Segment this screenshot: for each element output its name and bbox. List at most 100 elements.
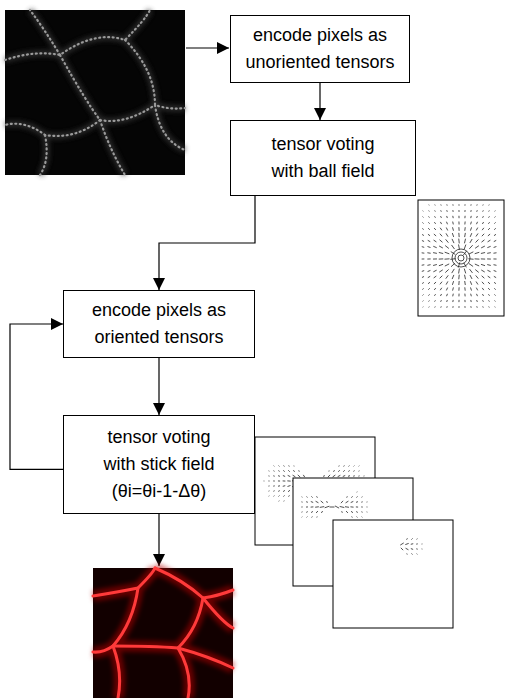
field-tick <box>433 246 436 247</box>
field-tick <box>278 490 280 492</box>
field-tick <box>428 228 430 229</box>
field-tick <box>348 465 350 467</box>
field-tick <box>434 276 437 278</box>
field-tick <box>464 287 465 290</box>
field-tick <box>283 500 284 502</box>
field-tick <box>333 475 336 477</box>
field-tick <box>434 282 436 284</box>
field-tick <box>428 234 430 236</box>
field-tick <box>482 276 485 278</box>
field-tick <box>452 216 453 218</box>
field-tick <box>268 485 269 486</box>
field-tick <box>303 475 304 477</box>
field-tick <box>440 234 442 237</box>
field-tick <box>488 276 491 278</box>
cell-curve <box>93 568 155 596</box>
field-tick <box>468 258 473 260</box>
field-tick <box>315 506 319 507</box>
field-tick <box>458 221 459 224</box>
field-tick <box>487 258 491 259</box>
field-tick <box>476 306 477 307</box>
field-ring <box>458 255 464 261</box>
cell-curve <box>93 588 138 652</box>
field-tick <box>311 496 312 497</box>
field-tick <box>422 228 423 229</box>
field-tick <box>433 270 436 272</box>
field-tick <box>475 258 480 259</box>
field-tick <box>481 246 485 248</box>
field-tick <box>482 288 484 290</box>
field-tick <box>458 294 459 297</box>
field-tick <box>470 210 471 212</box>
field-tick <box>440 306 442 307</box>
field-tick <box>343 475 345 476</box>
field-tick <box>487 252 491 254</box>
field-tick <box>306 516 308 518</box>
field-tick <box>283 480 286 481</box>
field-tick <box>356 491 357 493</box>
field-tick <box>356 516 358 518</box>
field-tick <box>434 294 435 296</box>
field-tick <box>366 501 368 502</box>
field-tick <box>428 306 430 308</box>
field-tick <box>306 496 307 498</box>
box-label: encode pixels as unoriented tensors <box>241 22 399 76</box>
ball-field <box>418 200 504 316</box>
field-tick <box>283 470 284 471</box>
field-tick <box>287 480 290 481</box>
field-tick <box>470 222 472 225</box>
field-tick <box>482 300 484 302</box>
cell-curve <box>178 648 233 668</box>
field-tick <box>452 233 453 237</box>
field-tick <box>464 239 465 244</box>
field-tick <box>482 282 484 284</box>
field-tick <box>341 501 343 503</box>
field-tick <box>481 264 485 265</box>
field-tick <box>464 222 465 225</box>
field-tick <box>363 475 365 476</box>
field-tick <box>361 516 363 518</box>
field-tick <box>316 501 319 503</box>
field-tick <box>488 240 491 242</box>
field-tick <box>268 480 269 481</box>
field-tick <box>346 501 349 503</box>
field-tick <box>487 246 490 247</box>
field-tick <box>482 216 484 218</box>
field-tick <box>361 501 362 502</box>
field-tick <box>411 538 412 539</box>
field-tick <box>366 506 368 507</box>
field-tick <box>263 480 265 481</box>
field-tick <box>458 287 459 290</box>
field-tick <box>440 222 441 224</box>
field-tick <box>353 470 354 472</box>
field-tick <box>268 495 270 496</box>
field-tick <box>283 495 284 496</box>
field-tick <box>406 553 407 554</box>
field-tick <box>278 480 280 481</box>
field-tick <box>464 294 465 297</box>
field-tick <box>488 222 489 224</box>
field-tick <box>440 282 442 285</box>
field-tick <box>422 270 424 272</box>
input-image <box>5 10 185 175</box>
field-tick <box>278 495 280 497</box>
field-tick <box>488 282 490 284</box>
field-tick <box>470 239 472 243</box>
field-tick <box>452 275 454 279</box>
box-label: encode pixels as oriented tensors <box>74 297 244 351</box>
field-tick <box>400 543 403 545</box>
field-tick <box>434 234 436 236</box>
field-frame <box>333 520 453 628</box>
field-tick <box>301 516 303 518</box>
field-tick <box>439 258 444 259</box>
field-tick <box>481 270 484 272</box>
field-tick <box>488 204 489 206</box>
field-tick <box>488 234 490 236</box>
field-tick <box>325 506 330 508</box>
curve-core <box>93 568 233 698</box>
field-tick <box>428 276 430 277</box>
field-tick <box>416 543 418 544</box>
field-tick <box>411 543 413 545</box>
cell-speckles <box>5 10 185 175</box>
